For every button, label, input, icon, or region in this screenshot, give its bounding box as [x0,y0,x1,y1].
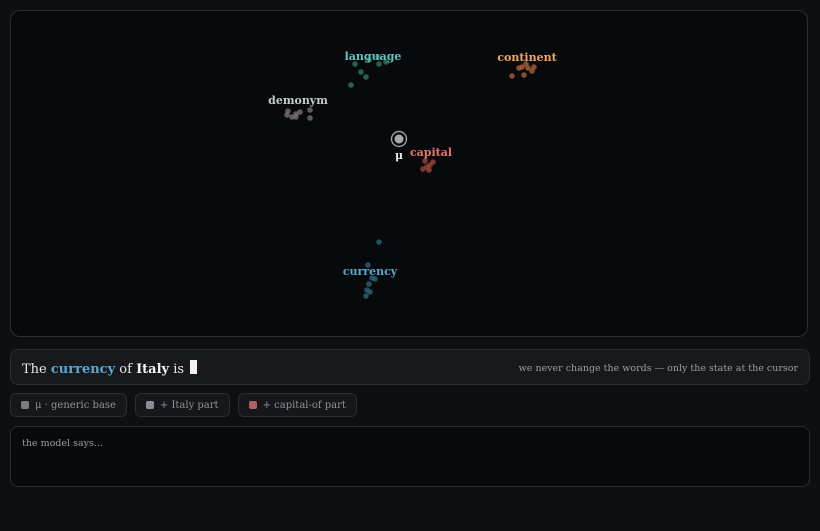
mu-marker-ring [390,130,408,148]
language-point [366,57,372,63]
currency-point [372,276,378,282]
continent-point [531,64,537,70]
continent-point [516,65,522,71]
currency-point [366,281,372,287]
demonym-point [284,112,290,118]
chip-swatch [145,401,154,409]
prompt-note: we never change the words — only the sta… [518,363,798,374]
currency-point [363,293,369,299]
language-point [363,74,369,80]
mu-label: μ [394,149,404,162]
currency-point [367,289,373,295]
word-is: is [173,362,185,377]
language-point [358,69,364,75]
chip-swatch [21,401,29,409]
chip-generic-base[interactable]: μ · generic base [10,393,127,417]
chip-label: + Italy part [159,399,219,411]
currency-point [365,262,371,268]
chip-swatch [248,401,257,409]
cluster-label-demonym: demonym [268,94,328,107]
cluster-label-language: language [344,50,402,63]
component-chips: μ · generic base + Italy part + capital-… [10,393,357,417]
chip-label: μ · generic base [35,399,116,411]
cluster-label-currency: currency [342,265,398,278]
prompt-bar: The currency of Italy is we never change… [10,349,810,385]
chip-italy-part[interactable]: + Italy part [134,393,230,417]
word-the: The [22,362,47,377]
demonym-point [289,114,295,120]
cluster-label-continent: continent [497,51,557,64]
cluster-label-capital: capital [409,146,453,159]
capital-point [424,164,430,170]
continent-point [509,73,515,79]
demonym-point [293,114,299,120]
demonym-point [297,109,303,115]
model-output-text: the model says... [22,438,103,449]
word-of: of [119,362,132,377]
language-point [352,61,358,67]
capital-point [430,159,436,165]
chip-label: + capital-of part [262,399,346,411]
capital-point [422,158,428,164]
continent-point [525,65,531,71]
word-currency[interactable]: currency [50,362,116,377]
word-italy: Italy [136,362,170,377]
currency-point [376,239,382,245]
model-output: the model says... [10,426,810,487]
language-point [348,82,354,88]
prompt-sentence: The currency of Italy is [22,360,198,377]
language-point [376,61,382,67]
demonym-point [307,115,313,121]
demonym-point [307,107,313,113]
text-cursor[interactable] [190,360,198,374]
chip-capital-of-part[interactable]: + capital-of part [237,393,357,417]
language-point [383,59,389,65]
language-point [375,54,381,60]
continent-point [521,72,527,78]
embedding-map: language continent demonym capital currency μ [10,10,808,337]
mu-marker[interactable] [394,134,404,144]
embedding-map-canvas [284,54,537,299]
